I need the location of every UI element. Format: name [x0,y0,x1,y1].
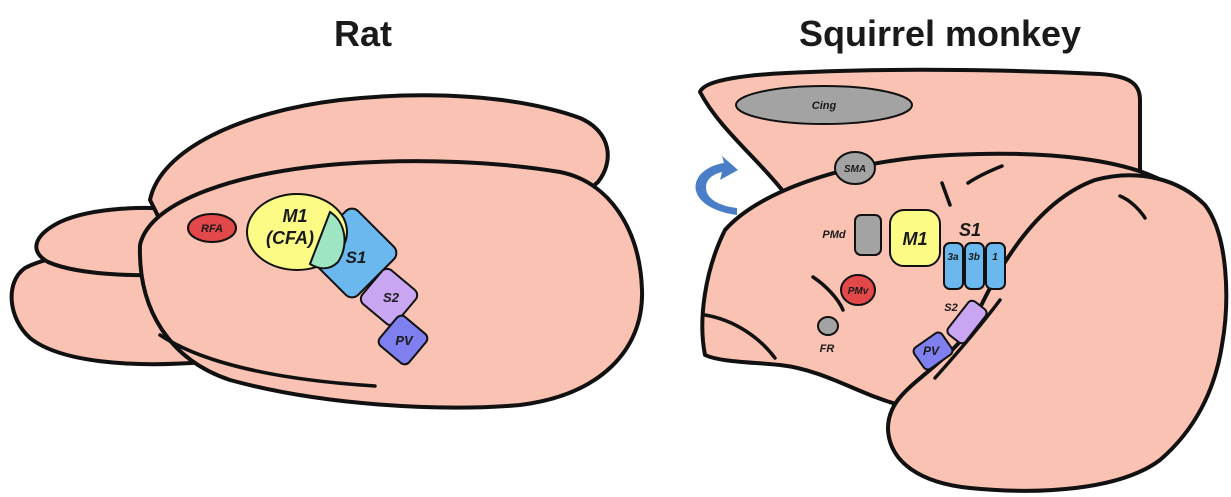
monkey-area-3a-label: 3a [947,252,959,263]
monkey-s2-label: S2 [944,302,957,314]
monkey-fr-label: FR [820,343,835,355]
monkey-sma-label: SMA [844,164,866,175]
monkey-m1-label: M1 [902,229,927,249]
monkey-fr-region [818,317,838,335]
rat-cfa-label: (CFA) [266,228,314,248]
rotation-arrow-icon [696,156,738,215]
monkey-pmd-label: PMd [822,229,846,241]
monkey-area-3a [944,243,963,289]
rat-pv-label: PV [395,333,414,348]
monkey-area-3b [965,243,984,289]
monkey-pv-label: PV [923,344,940,358]
monkey-pmv-label: PMv [848,286,870,297]
rat-s1-label: S1 [346,248,367,267]
rat-m1-label: M1 [282,206,307,226]
monkey-brain: Cing SMA PMd M1 S1 3a 3b 1 PMv FR S2 PV [696,70,1227,491]
rat-brain: RFA M1 (CFA) S1 S2 PV [12,95,642,407]
monkey-area-3b-label: 3b [968,252,980,263]
rat-s2-label: S2 [383,290,400,305]
monkey-pmd-region [855,215,881,255]
monkey-cing-label: Cing [812,100,837,112]
title-squirrel-monkey: Squirrel monkey [799,13,1081,54]
monkey-area-1-label: 1 [992,252,998,263]
rat-rfa-label: RFA [201,223,223,235]
monkey-s1-label: S1 [959,220,981,240]
monkey-area-1 [986,243,1005,289]
title-rat: Rat [334,13,392,54]
